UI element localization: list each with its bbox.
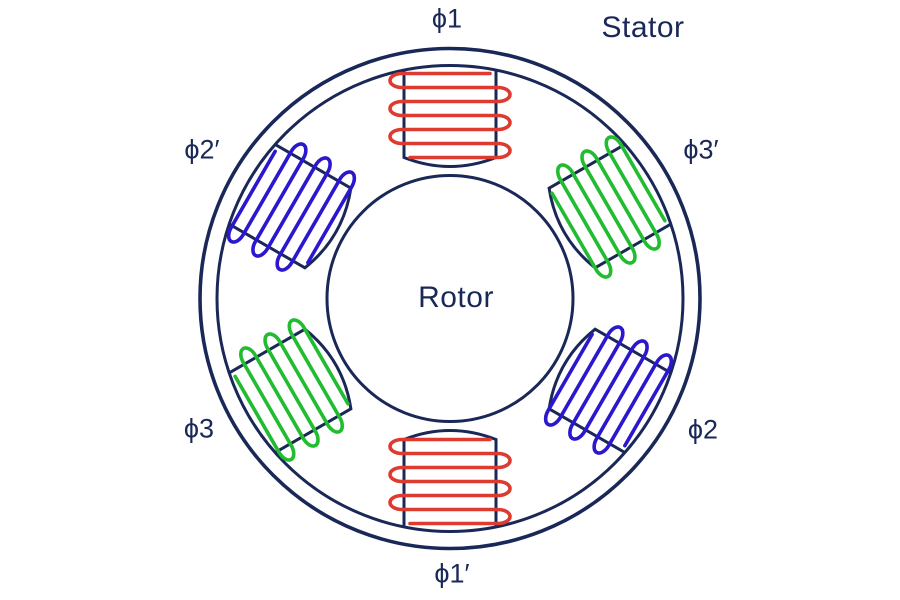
coil-label-phi3-prime: ϕ3′	[683, 134, 719, 165]
coil-label-phi2: ϕ2	[687, 414, 719, 445]
coil-label-phi1-prime: ϕ1′	[434, 558, 470, 589]
stator-outer-circle	[198, 46, 702, 551]
coil-label-phi2-prime: ϕ2′	[184, 134, 220, 165]
stator-inner-circle	[215, 64, 685, 533]
coil-label-phi1: ϕ1	[431, 3, 463, 34]
pole-coil-phi1-prime	[388, 428, 512, 529]
stator-label: Stator	[601, 11, 685, 44]
rotor-label: Rotor	[418, 281, 494, 314]
coil-label-phi3: ϕ3	[183, 413, 215, 444]
rotor-circle	[325, 174, 575, 423]
pole-coil-phi1	[388, 68, 512, 169]
